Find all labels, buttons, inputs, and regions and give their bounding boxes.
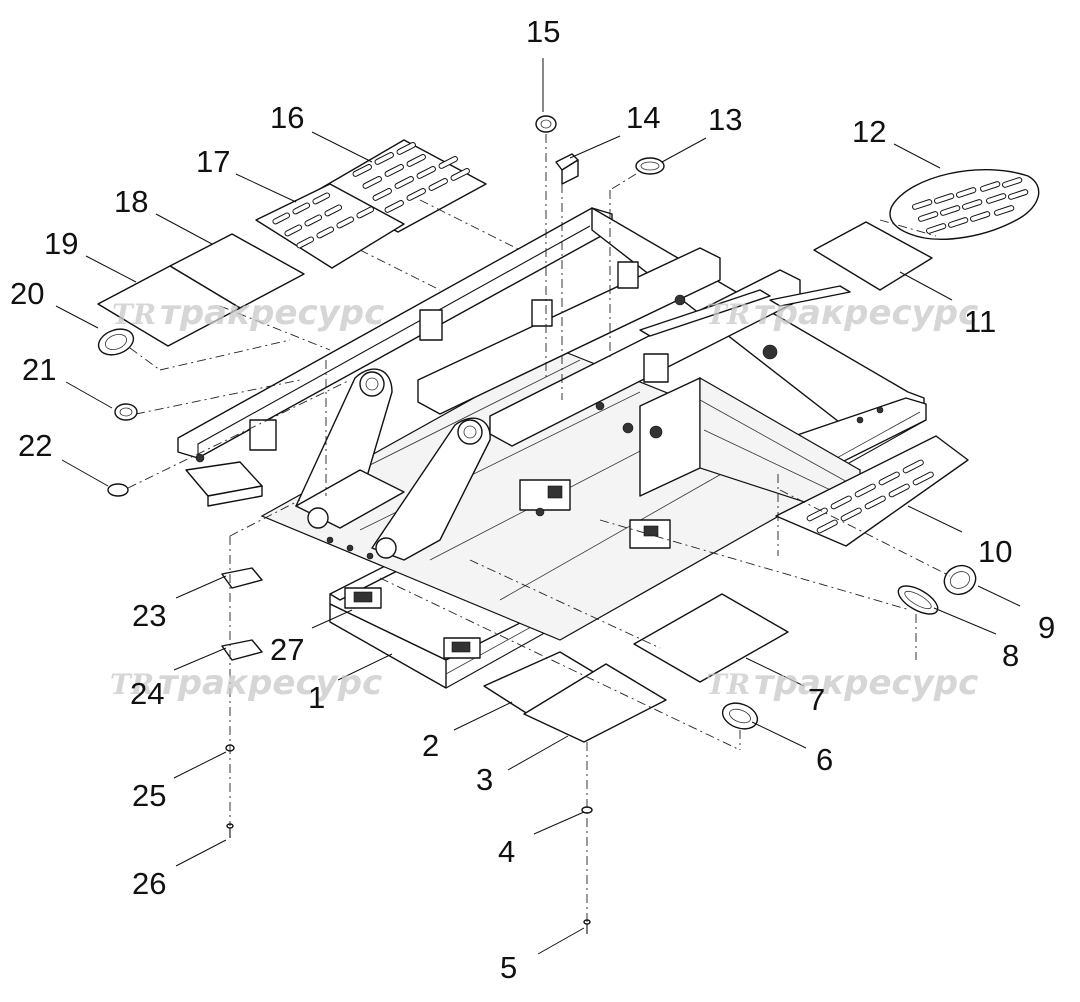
watermark-text: тракресурс bbox=[160, 293, 384, 333]
callout-20: 20 bbox=[10, 276, 44, 311]
callout-10: 10 bbox=[978, 534, 1012, 569]
cover-plate-7 bbox=[633, 593, 789, 683]
callout-26: 26 bbox=[132, 866, 166, 901]
leader-lines bbox=[55, 58, 1021, 955]
callout-4: 4 bbox=[498, 834, 515, 869]
watermark-logo: TR bbox=[110, 668, 154, 701]
callout-6: 6 bbox=[816, 742, 833, 777]
callout-13: 13 bbox=[708, 102, 742, 137]
callout-3: 3 bbox=[476, 762, 493, 797]
callout-numbers: 1 2 3 4 5 6 7 8 9 10 11 12 13 14 15 16 1… bbox=[10, 14, 1055, 985]
cover-plate-19 bbox=[97, 265, 241, 347]
watermark-text: тракресурс bbox=[754, 663, 978, 703]
main-frame bbox=[177, 207, 927, 689]
callout-17: 17 bbox=[196, 144, 230, 179]
seal-6 bbox=[721, 702, 759, 730]
vented-plate-17 bbox=[255, 183, 405, 269]
watermark-1: TR тракресурс bbox=[112, 293, 384, 333]
plug-22 bbox=[107, 483, 129, 497]
callout-19: 19 bbox=[44, 226, 78, 261]
watermark-3: TR тракресурс bbox=[110, 663, 382, 703]
callout-16: 16 bbox=[270, 100, 304, 135]
callout-27: 27 bbox=[270, 632, 304, 667]
assembly-centerlines bbox=[127, 134, 951, 922]
watermark-logo: TR bbox=[112, 298, 156, 331]
callout-12: 12 bbox=[852, 114, 886, 149]
vented-plate-10 bbox=[775, 435, 969, 547]
callout-5: 5 bbox=[500, 950, 517, 985]
watermark-text: тракресурс bbox=[754, 293, 978, 333]
small-plate-24 bbox=[221, 639, 263, 661]
small-plate-23 bbox=[221, 567, 263, 589]
grommet-15 bbox=[535, 115, 557, 133]
bracket-14 bbox=[555, 153, 579, 185]
watermark-text: тракресурс bbox=[158, 663, 382, 703]
callout-9: 9 bbox=[1038, 610, 1055, 645]
cover-plate-3 bbox=[523, 663, 667, 743]
callout-14: 14 bbox=[626, 100, 660, 135]
callout-11: 11 bbox=[964, 304, 996, 339]
callout-25: 25 bbox=[132, 778, 166, 813]
bolt-5 bbox=[583, 919, 591, 934]
seal-9 bbox=[943, 564, 977, 596]
callout-7: 7 bbox=[808, 682, 825, 717]
callout-22: 22 bbox=[18, 428, 52, 463]
callout-24: 24 bbox=[130, 676, 164, 711]
watermark-4: TR тракресурс bbox=[706, 663, 978, 703]
grommet-20 bbox=[97, 328, 135, 356]
callout-23: 23 bbox=[132, 598, 166, 633]
vented-plate-12 bbox=[889, 169, 1040, 240]
grommet-21 bbox=[114, 403, 138, 421]
callout-8: 8 bbox=[1002, 638, 1019, 673]
watermark-logo: TR bbox=[706, 668, 750, 701]
seal-8 bbox=[897, 585, 939, 615]
watermark-logo: TR bbox=[706, 298, 750, 331]
callout-2: 2 bbox=[422, 728, 439, 763]
watermark-2: TR тракресурс bbox=[706, 293, 978, 333]
callout-1: 1 bbox=[308, 680, 325, 715]
callout-18: 18 bbox=[114, 184, 148, 219]
seal-13 bbox=[635, 157, 665, 175]
bolt-26 bbox=[226, 823, 234, 838]
callout-21: 21 bbox=[22, 352, 56, 387]
callout-15: 15 bbox=[526, 14, 560, 49]
